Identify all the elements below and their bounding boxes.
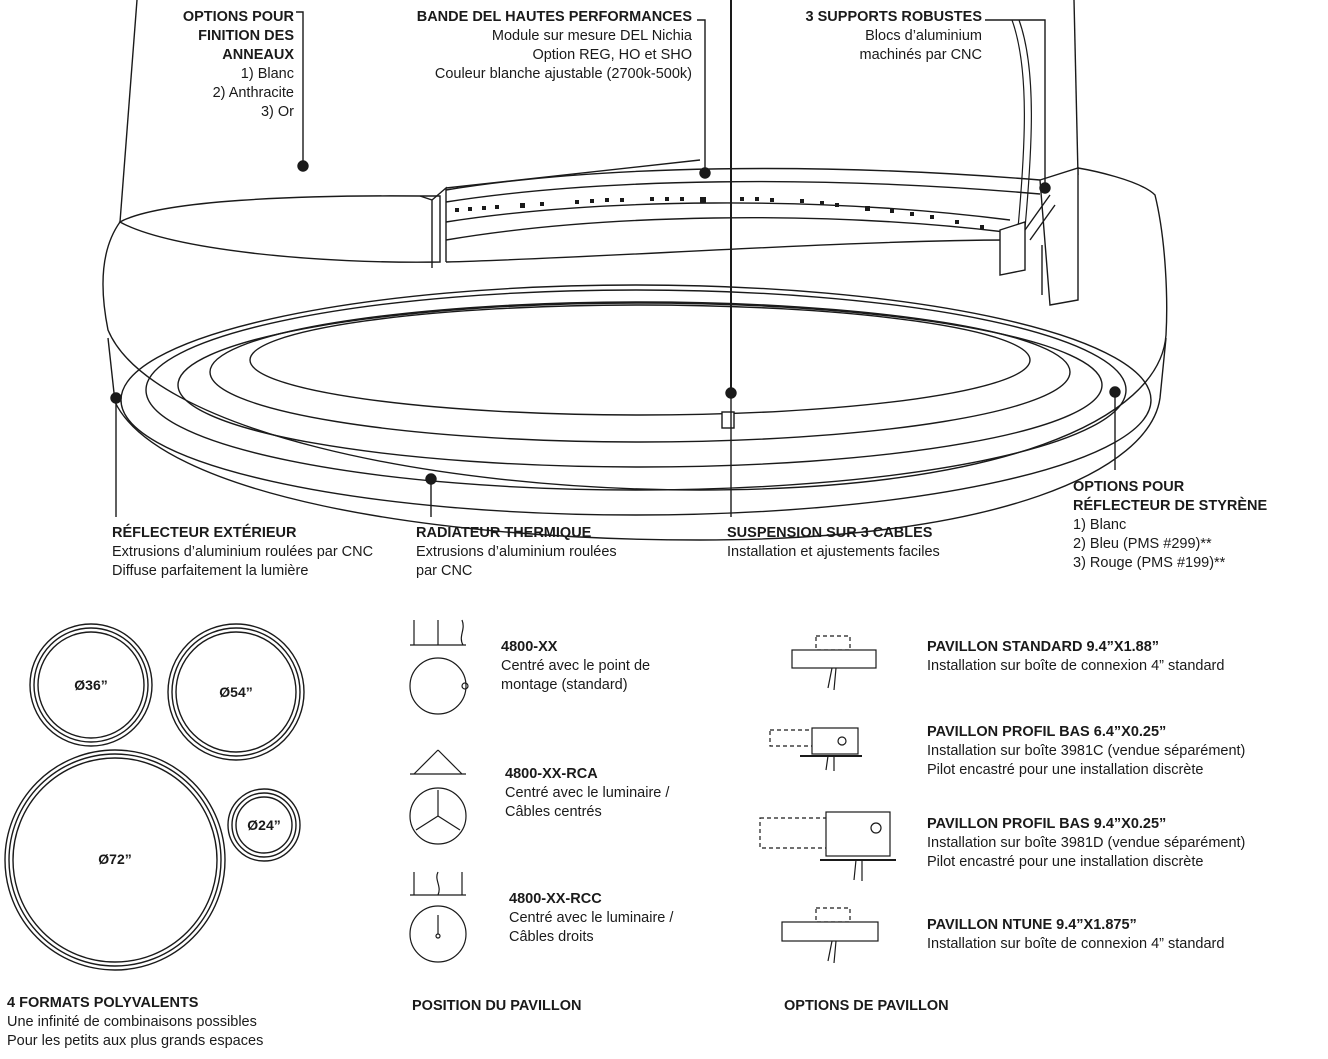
callout-reflecteur-ext-line-2: Diffuse parfaitement la lumière [112,563,309,579]
format-rings [4,623,305,971]
pavillon-item-lowprofile-94: PAVILLON PROFIL BAS 9.4”X0.25” Installat… [927,815,1245,872]
formats-line-1: Une infinité de combinaisons possibles [7,1014,257,1030]
callout-suspension-line-1: Installation et ajustements faciles [727,544,940,560]
pavillon-item-line-1: Installation sur boîte 3981D (vendue sép… [927,835,1246,851]
callout-styrene-title-1: OPTIONS POUR [1073,479,1185,495]
format-size-54: Ø54” [219,684,252,700]
callout-radiateur-line-2: par CNC [416,563,473,579]
position-item-line-1: Centré avec le luminaire / [505,785,670,801]
callout-suspension-title: SUSPENSION SUR 3 CABLES [727,525,933,541]
callout-bande-line-3: Couleur blanche ajustable (2700k-500k) [434,66,692,82]
pavillon-item-title: PAVILLON STANDARD 9.4”X1.88” [927,639,1160,655]
position-item-code: 4800-XX-RCA [505,766,598,782]
pavillon-item-lowprofile-64: PAVILLON PROFIL BAS 6.4”X0.25” Installat… [927,723,1245,780]
pavillon-item-title: PAVILLON PROFIL BAS 6.4”X0.25” [927,724,1167,740]
position-item-line-1: Centré avec le point de [501,658,651,674]
callout-finition-title-2: FINITION DES [198,28,294,44]
pavillon-item-standard: PAVILLON STANDARD 9.4”X1.88” Installatio… [927,638,1224,676]
canopy-icon-lowprofile-64 [769,727,862,771]
callout-radiateur-title: RADIATEUR THERMIQUE [416,525,592,541]
position-icon-rca [409,749,467,845]
callout-finition-line-3: 3) Or [260,104,294,120]
pavillon-title: OPTIONS DE PAVILLON [784,998,949,1014]
canopy-icon-lowprofile-94 [759,811,896,881]
pavillon-item-line-1: Installation sur boîte de connexion 4” s… [927,936,1225,952]
position-item-line-1: Centré avec le luminaire / [509,910,674,926]
callout-supports: 3 SUPPORTS ROBUSTES Blocs d’aluminium ma… [806,8,982,65]
callout-finition-title-1: OPTIONS POUR [182,9,294,25]
callout-bande-title: BANDE DEL HAUTES PERFORMANCES [416,9,692,25]
suspension-cable-left [119,0,138,223]
position-item-standard: 4800-XX Centré avec le point de montage … [501,638,650,695]
callout-bande-line-2: Option REG, HO et SHO [532,47,692,63]
callout-finition-line-2: 2) Anthracite [212,85,294,101]
position-item-line-2: montage (standard) [501,677,628,693]
pavillon-item-line-2: Pilot encastré pour une installation dis… [927,854,1204,870]
callout-bande: BANDE DEL HAUTES PERFORMANCES Module sur… [417,8,692,84]
pavillon-section-title: OPTIONS DE PAVILLON [784,997,949,1016]
callout-supports-line-1: Blocs d’aluminium [865,28,982,44]
format-size-36: Ø36” [74,677,107,693]
callout-styrene: OPTIONS POUR RÉFLECTEUR DE STYRÈNE 1) Bl… [1073,478,1267,573]
callout-finition-title-3: ANNEAUX [222,47,294,63]
format-size-24: Ø24” [247,817,280,833]
callout-styrene-line-3: 3) Rouge (PMS #199)** [1073,555,1226,571]
position-item-line-2: Câbles centrés [505,804,602,820]
pavillon-item-line-1: Installation sur boîte 3981C (vendue sép… [927,743,1246,759]
callout-finition-line-1: 1) Blanc [240,66,294,82]
pavillon-item-line-1: Installation sur boîte de connexion 4” s… [927,658,1225,674]
callout-reflecteur-ext-line-1: Extrusions d’aluminium roulées par CNC [112,544,374,560]
callout-styrene-line-2: 2) Bleu (PMS #299)** [1073,536,1212,552]
pavillon-item-title: PAVILLON PROFIL BAS 9.4”X0.25” [927,816,1167,832]
pavillon-item-title: PAVILLON NTUNE 9.4”X1.875” [927,917,1137,933]
bottom-bracket [721,411,735,429]
callout-suspension: SUSPENSION SUR 3 CABLES Installation et … [727,524,940,562]
callout-leaders [110,11,1121,517]
canopy-icon-standard [791,635,877,691]
position-title: POSITION DU PAVILLON [412,998,582,1014]
canopy-icon-ntune [781,907,879,964]
format-size-72: Ø72” [98,851,131,867]
position-icon-standard [409,619,469,715]
position-item-code: 4800-XX [501,639,558,655]
callout-reflecteur-ext-title: RÉFLECTEUR EXTÉRIEUR [112,525,297,541]
suspension-cable-right [1073,0,1079,176]
formats-line-2: Pour les petits aux plus grands espaces [7,1033,264,1049]
pavillon-item-ntune: PAVILLON NTUNE 9.4”X1.875” Installation … [927,916,1224,954]
callout-supports-title: 3 SUPPORTS ROBUSTES [805,9,982,25]
callout-styrene-title-2: RÉFLECTEUR DE STYRÈNE [1073,498,1268,514]
callout-radiateur-line-1: Extrusions d’aluminium roulées [416,544,617,560]
position-item-line-2: Câbles droits [509,929,594,945]
power-cord [1011,19,1025,229]
position-icon-rcc [409,871,467,963]
callout-finition: OPTIONS POUR FINITION DES ANNEAUX 1) Bla… [183,8,294,122]
position-item-rca: 4800-XX-RCA Centré avec le luminaire / C… [505,765,669,822]
support-bracket [999,167,1079,306]
callout-supports-line-2: machinés par CNC [859,47,983,63]
formats-caption: 4 FORMATS POLYVALENTS Une infinité de co… [7,994,263,1051]
led-band [445,167,1041,241]
callout-radiateur: RADIATEUR THERMIQUE Extrusions d’alumini… [416,524,617,581]
callout-styrene-line-1: 1) Blanc [1073,517,1127,533]
position-item-rcc: 4800-XX-RCC Centré avec le luminaire / C… [509,890,673,947]
formats-title: 4 FORMATS POLYVALENTS [7,995,199,1011]
callout-reflecteur-ext: RÉFLECTEUR EXTÉRIEUR Extrusions d’alumin… [112,524,373,581]
outer-reflector-ring [102,167,1168,541]
callout-bande-line-1: Module sur mesure DEL Nichia [491,28,692,44]
position-section-title: POSITION DU PAVILLON [412,997,581,1016]
pavillon-item-line-2: Pilot encastré pour une installation dis… [927,762,1204,778]
position-item-code: 4800-XX-RCC [509,891,602,907]
